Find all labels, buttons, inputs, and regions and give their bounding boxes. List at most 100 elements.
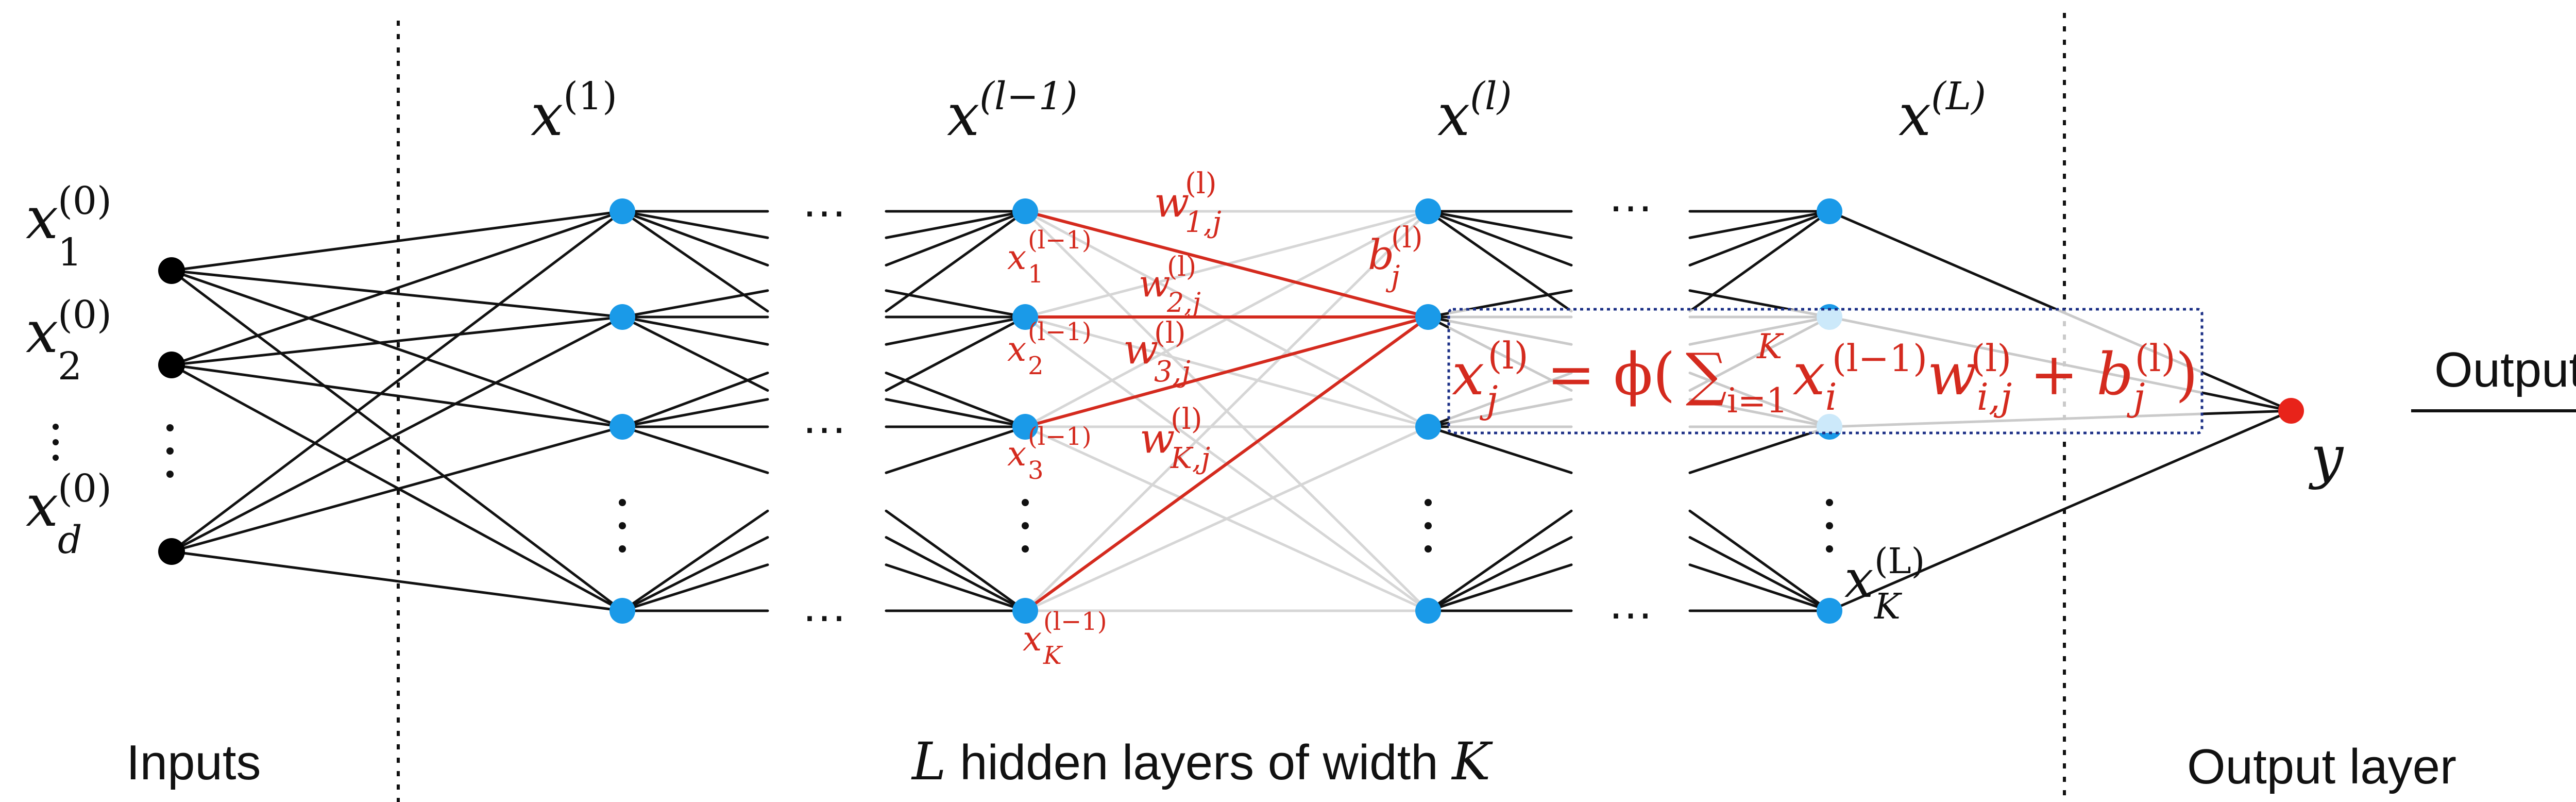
edge [885,425,1027,474]
edge [621,509,769,612]
edge [885,563,1027,612]
footer-hidden-layers: L hidden layers of width K [911,731,1493,792]
prev-node-label-2: x(l−1)2 [1007,318,1092,380]
edge [885,509,1027,612]
edge [1688,210,1831,313]
hidden-node [1817,198,1842,224]
edge [621,210,769,313]
highlighted-edge [1024,315,1430,612]
last-node-label: x(L)K [1844,541,1925,627]
edge [170,315,624,553]
input-label-1: x(0)1 [26,179,112,275]
edge [1688,425,1831,474]
output-arrow-label: Output [2434,342,2576,397]
edge [885,398,1027,428]
weight-label-1: w(l)1,j [1154,167,1222,239]
weight-label-K: w(l)K,j [1140,403,1210,475]
hidden-node [609,414,635,440]
edge [1688,210,1831,239]
input-node [158,257,185,284]
edge [885,372,1027,428]
edge [1688,210,1831,266]
hidden-node [1012,598,1038,624]
edge [621,289,769,319]
highlighted-edge [1024,315,1430,428]
edge [1427,536,1573,612]
highlighted-edges-layer [1024,210,1430,612]
prev-node-label-K: x(l−1)K [1023,607,1107,670]
edge [170,269,624,319]
hidden-node [1012,414,1038,440]
horizontal-ellipses: … … … … … [801,170,1654,631]
hidden-node [1415,304,1441,330]
edge [621,398,769,428]
output-variable: y [2308,424,2344,491]
input-node [158,538,185,565]
edge [170,210,624,553]
edge [621,210,769,239]
ellipsis-mark: … [1607,170,1654,222]
edge [1427,563,1573,612]
edge [1427,210,1573,266]
ellipsis-mark: … [801,392,848,443]
edge [170,363,624,428]
faint-edge [1024,210,1430,612]
hidden-node [609,598,635,624]
edge [621,425,769,474]
layer-title-last: x(L) [1899,74,1986,149]
hidden-node [1012,304,1038,330]
edge [621,536,769,612]
input-node [158,352,185,378]
hidden-node [1415,198,1441,224]
edge [1427,210,1573,313]
hidden-node [1817,598,1842,624]
edge [885,315,1027,392]
footer-inputs: Inputs [126,735,261,790]
edge [885,210,1027,266]
ellipsis-mark: … [801,580,848,631]
hidden-node [1415,598,1441,624]
edge [885,210,1027,239]
edge [621,563,769,612]
hidden-node [1415,414,1441,440]
hidden-node [609,198,635,224]
ellipsis-mark: … [1607,577,1654,629]
edge [1688,563,1831,612]
output-node [2278,398,2304,424]
edge [885,289,1027,319]
weight-label-3: w(l)3,j [1123,316,1191,389]
edge [621,315,769,346]
vertical-ellipsis-marks [53,424,1833,553]
edge [170,210,624,272]
edge [1427,210,1573,239]
edge [1427,425,1573,474]
layer-title-current: x(l) [1437,74,1512,149]
edge [621,315,769,392]
edge [170,269,624,612]
faint-edge [1024,210,1430,428]
faint-edge [1024,425,1430,612]
prev-node-label-3: x(l−1)3 [1007,422,1092,485]
hidden-node [609,304,635,330]
highlighted-edge [1024,210,1430,319]
layer-title-first: x(1) [531,74,617,149]
layer-title-prev: x(l−1) [947,74,1078,149]
edge [885,210,1027,313]
edge [170,425,624,553]
edge [885,315,1027,346]
bias-label: b(l)j [1368,221,1423,293]
edge [170,550,624,612]
input-label-2: x(0)2 [26,293,112,389]
ellipsis-mark: … [801,175,848,227]
edge [1828,409,2293,612]
input-label-d: x(0)d [26,466,112,562]
edge [170,210,624,366]
edge [170,269,624,428]
footer-output-layer: Output layer [2187,739,2456,794]
edge [170,315,624,366]
edge [885,536,1027,612]
prev-layer-labels: x(l−1)1 x(l−1)2 x(l−1)3 x(l−1)K [1007,226,1107,670]
edge [1688,509,1831,612]
